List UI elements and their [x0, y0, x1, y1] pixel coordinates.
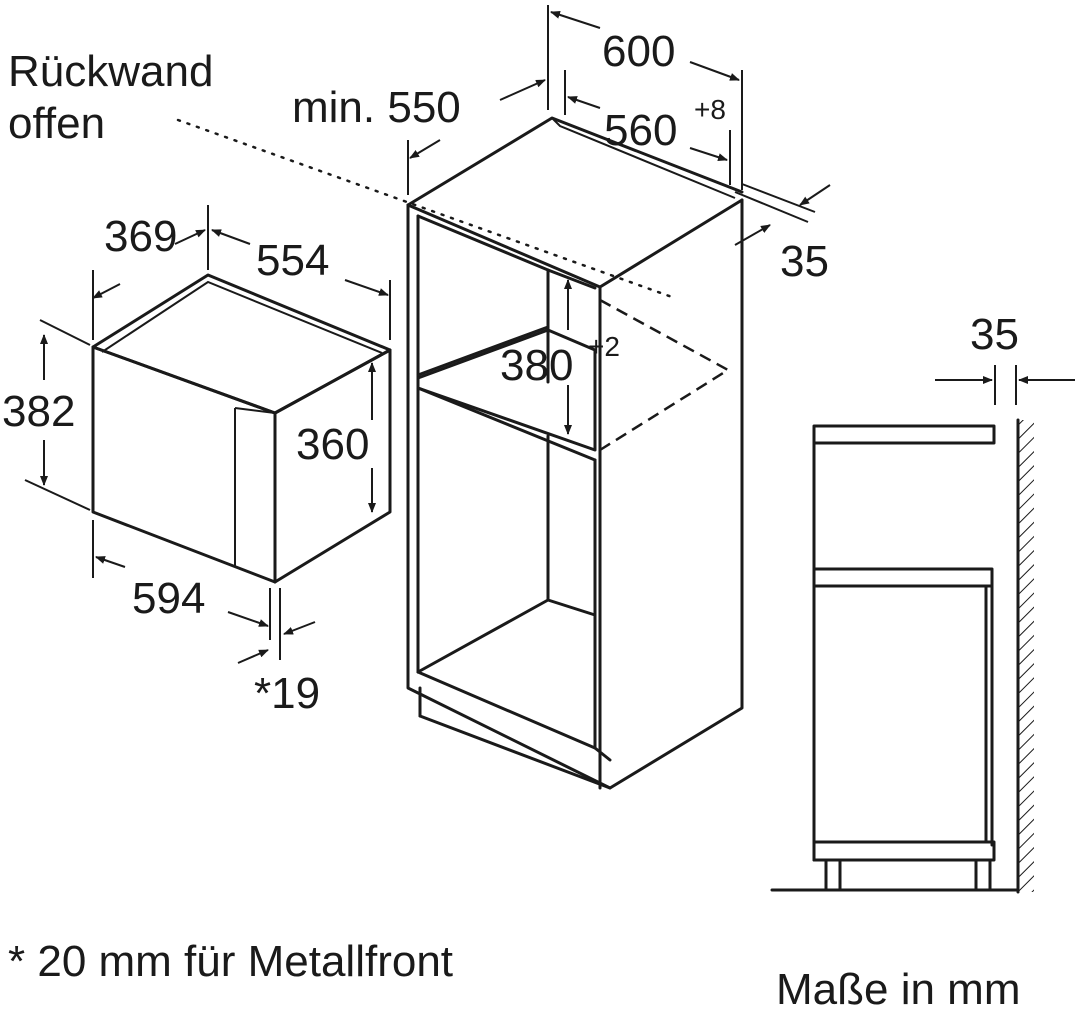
label-rueckwand-line2: offen [8, 99, 105, 148]
footnote-metal-front: * 20 mm für Metallfront [8, 937, 453, 986]
side-view-drawing [770, 365, 1075, 894]
dim-19: *19 [254, 669, 320, 718]
dim-600: 600 [602, 27, 675, 76]
dim-560-tolerance: +8 [694, 94, 726, 125]
cabinet-dimensions [407, 5, 831, 435]
dim-35-top: 35 [780, 237, 829, 286]
dim-369: 369 [104, 212, 177, 261]
tall-cabinet-drawing [406, 116, 744, 790]
microwave-drawing [91, 273, 392, 584]
rear-wall-dotted-line [176, 118, 674, 299]
dim-594: 594 [132, 574, 205, 623]
units-note: Maße in mm [776, 965, 1020, 1009]
dim-380: 380 [500, 341, 573, 390]
dim-360: 360 [296, 420, 369, 469]
dim-380-tolerance: +2 [588, 331, 620, 362]
dim-35-side: 35 [970, 310, 1019, 359]
dim-554: 554 [256, 236, 329, 285]
dim-382: 382 [2, 387, 75, 436]
dim-560: 560 [604, 106, 677, 155]
microwave-dimensions [24, 205, 391, 664]
dim-min-550: min. 550 [292, 83, 461, 132]
label-rueckwand-line1: Rückwand [8, 47, 213, 96]
